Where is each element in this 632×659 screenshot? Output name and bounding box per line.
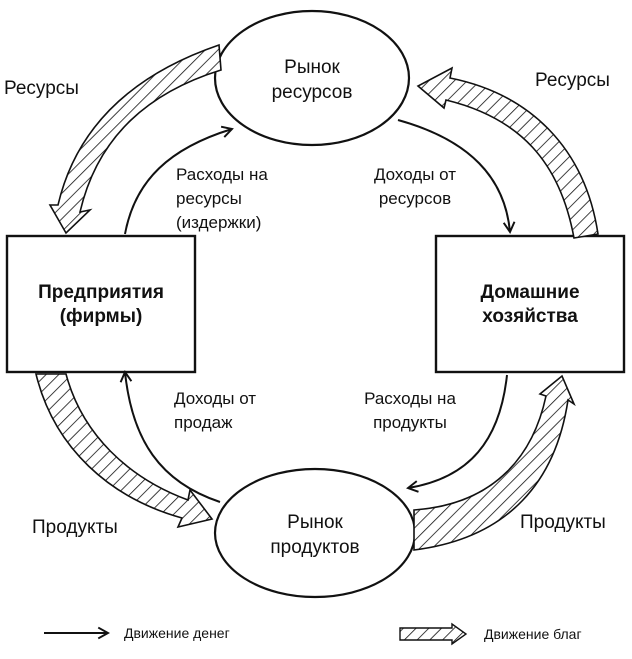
firms-node [5, 234, 197, 374]
costs-label-line2: ресурсы [176, 189, 242, 208]
money-flow-costs [124, 125, 234, 235]
households-line1: Домашние [480, 282, 579, 303]
resource-market-node [213, 9, 411, 147]
goods-flow-products-left [34, 373, 214, 529]
goods-flow-resources-left [48, 43, 222, 235]
product-market-line1: Рынок [287, 512, 343, 533]
legend-money-label: Движение денег [124, 625, 230, 641]
households-line2: хозяйства [482, 306, 578, 327]
costs-label-line3: (издержки) [176, 213, 261, 232]
income-resources-line1: Доходы от [374, 165, 456, 184]
income-sales-line1: Доходы от [174, 389, 256, 408]
legend: Движение денег Движение благ [44, 622, 582, 646]
costs-label-line1: Расходы на [176, 165, 268, 184]
goods-flow-products-right [413, 374, 576, 551]
firms-line1: Предприятия [38, 282, 164, 303]
money-flow-income-sales [119, 370, 221, 503]
spending-products-line1: Расходы на [364, 389, 456, 408]
money-flow-income-resources [397, 119, 516, 234]
legend-goods-label: Движение благ [484, 626, 582, 642]
spending-products-line2: продукты [373, 413, 447, 432]
resources-label-right: Ресурсы [535, 70, 610, 91]
resource-market-line2: ресурсов [272, 82, 353, 103]
income-sales-line2: продаж [174, 413, 233, 432]
product-market-line2: продуктов [270, 537, 359, 558]
income-resources-line2: ресурсов [379, 189, 451, 208]
goods-flow-resources-right [416, 66, 599, 239]
legend-goods-arrow [399, 622, 468, 646]
products-label-right: Продукты [520, 512, 606, 533]
product-market-node [213, 467, 417, 599]
households-node [434, 234, 626, 374]
resource-market-line1: Рынок [284, 57, 340, 78]
products-label-left: Продукты [32, 517, 118, 538]
money-flow-spending-products [406, 374, 508, 493]
resources-label-left: Ресурсы [4, 78, 79, 99]
firms-line2: (фирмы) [60, 306, 143, 327]
